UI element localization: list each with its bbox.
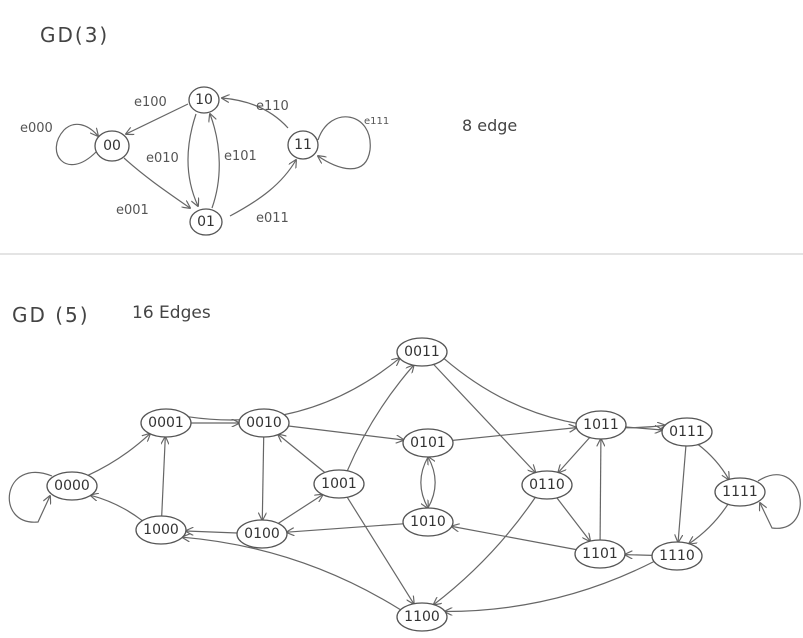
gd3-edge-e000 xyxy=(55,123,98,166)
gd3-diagram: GD(3) 8 edge e000 e100 e010 e101 xyxy=(20,23,517,236)
gd5-edge-0010-to-0100 xyxy=(262,436,263,520)
gd5-edge-0001-to-0011 xyxy=(188,358,399,421)
gd5-edge-1001-to-0011 xyxy=(346,365,413,472)
gd5-node-1011: 1011 xyxy=(575,410,627,440)
gd3-edge-e111 xyxy=(318,116,371,170)
gd5-node-0110: 0110 xyxy=(521,470,573,500)
gd5-edge-0101-to-1010 xyxy=(420,456,428,508)
gd5-node-label: 1101 xyxy=(582,546,618,562)
gd3-edge-e001 xyxy=(123,157,190,208)
gd5-edge-1001-to-0010 xyxy=(278,435,326,473)
gd5-node-1110: 1110 xyxy=(651,541,703,571)
gd5-node-0101: 0101 xyxy=(402,428,454,458)
gd5-node-0000: 0000 xyxy=(46,471,98,501)
gd5-edge-1000-to-0001 xyxy=(162,437,166,517)
gd3-label-e010: e010 xyxy=(146,151,179,166)
gd5-node-label: 1100 xyxy=(404,609,440,625)
gd5-node-0100: 0100 xyxy=(236,519,288,549)
gd3-node-label: 00 xyxy=(103,138,121,154)
gd5-edge-count: 16 Edges xyxy=(132,303,211,323)
gd5-edge-1001-to-1100 xyxy=(346,496,414,604)
gd5-node-label: 1000 xyxy=(143,522,179,538)
gd5-node-0001: 0001 xyxy=(140,408,192,438)
gd5-edge-1000-to-0000 xyxy=(91,495,143,522)
gd3-node-00: 00 xyxy=(94,130,130,162)
gd5-edge-1011-to-0110 xyxy=(558,437,591,473)
gd5-node-label: 0111 xyxy=(669,424,705,440)
gd3-label-e001: e001 xyxy=(116,203,149,218)
gd3-edge-e110 xyxy=(222,98,289,129)
gd5-node-label: 1010 xyxy=(410,514,446,530)
gd5-edge-1101-to-1011 xyxy=(600,439,601,541)
gd3-node-label: 01 xyxy=(197,214,215,230)
gd5-node-label: 1111 xyxy=(722,484,758,500)
gd3-node-11: 11 xyxy=(287,130,319,160)
gd5-edge-1011-to-0111 xyxy=(625,427,663,430)
gd5-node-label: 0000 xyxy=(54,478,90,494)
gd5-node-label: 1001 xyxy=(321,476,357,492)
gd5-node-0010: 0010 xyxy=(238,408,290,438)
gd5-title: GD (5) xyxy=(12,303,90,327)
gd3-edge-e100 xyxy=(126,103,189,134)
gd5-edge-0000-to-0001 xyxy=(87,434,150,476)
gd5-node-1111: 1111 xyxy=(714,477,766,507)
gd5-node-label: 0100 xyxy=(244,526,280,542)
gd5-edge-0100-to-1001 xyxy=(277,495,322,524)
gd3-edge-e011 xyxy=(229,160,296,217)
gd5-edge-0110-to-1101 xyxy=(556,497,590,541)
gd3-edge-e101 xyxy=(210,114,220,209)
gd3-node-label: 11 xyxy=(294,137,312,153)
gd3-edge-count: 8 edge xyxy=(462,116,517,135)
gd5-node-label: 0110 xyxy=(529,477,565,493)
gd3-edge-labels: e000 e100 e010 e101 e110 e111 e001 e011 xyxy=(20,95,389,226)
gd5-edge-0011-to-0111 xyxy=(443,358,665,428)
gd5-edge-1101-to-1010 xyxy=(452,526,577,551)
gd3-edge-e010 xyxy=(187,113,198,206)
gd3-label-e110: e110 xyxy=(256,99,289,114)
gd5-node-label: 0011 xyxy=(404,344,440,360)
gd5-edge-1111-to-1110 xyxy=(689,503,729,543)
gd5-edge-0010-to-0101 xyxy=(288,425,403,440)
gd5-edge-1111-to-1111 xyxy=(757,474,801,529)
gd5-edge-0011-to-0110 xyxy=(433,363,536,472)
gd5-node-0111: 0111 xyxy=(661,417,713,447)
gd5-node-1001: 1001 xyxy=(313,469,365,499)
gd5-node-1000: 1000 xyxy=(135,515,187,545)
gd3-edges xyxy=(55,98,371,217)
gd5-node-1010: 1010 xyxy=(402,507,454,537)
gd3-label-e000: e000 xyxy=(20,121,53,136)
gd5-edge-0110-to-1100 xyxy=(434,497,536,604)
gd5-edge-0111-to-1110 xyxy=(678,445,687,542)
gd3-node-10: 10 xyxy=(188,86,220,114)
gd3-title: GD(3) xyxy=(40,23,109,47)
gd5-node-0011: 0011 xyxy=(396,337,448,367)
gd5-edge-1010-to-0100 xyxy=(287,523,404,532)
gd5-nodes: 0000 0001 0010 0011 1001 0101 1010 0110 1011 0111… xyxy=(46,337,766,632)
gd5-edge-1110-to-1100 xyxy=(445,560,655,612)
gd5-node-1101: 1101 xyxy=(574,539,626,569)
gd3-node-label: 10 xyxy=(195,92,213,108)
gd5-edge-1010-to-0101 xyxy=(428,457,436,509)
gd3-nodes: 00 10 01 11 xyxy=(94,86,319,236)
gd5-diagram: GD (5) 16 Edges 0000 0001 0010 0011 1001 0101… xyxy=(8,303,801,632)
gd5-node-label: 1011 xyxy=(583,417,619,433)
gd5-edge-0111-to-1111 xyxy=(697,444,729,480)
gd5-edge-0000-to-0000 xyxy=(8,471,53,523)
gd5-edge-1100-to-1000 xyxy=(183,537,401,611)
gd3-label-e011: e011 xyxy=(256,211,289,226)
gd5-edge-1110-to-1101 xyxy=(625,555,653,556)
gd3-label-e111: e111 xyxy=(364,116,389,127)
gd5-node-1100: 1100 xyxy=(396,602,448,632)
gd3-label-e101: e101 xyxy=(224,149,257,164)
gd3-label-e100: e100 xyxy=(134,95,167,110)
gd5-edge-0100-to-1000 xyxy=(186,531,238,533)
gd5-node-label: 0001 xyxy=(148,415,184,431)
gd3-node-01: 01 xyxy=(189,208,223,236)
gd5-edge-0101-to-1011 xyxy=(452,428,577,441)
gd5-node-label: 1110 xyxy=(659,548,695,564)
gd5-edges xyxy=(8,358,801,612)
gd5-node-label: 0101 xyxy=(410,435,446,451)
gd5-node-label: 0010 xyxy=(246,415,282,431)
